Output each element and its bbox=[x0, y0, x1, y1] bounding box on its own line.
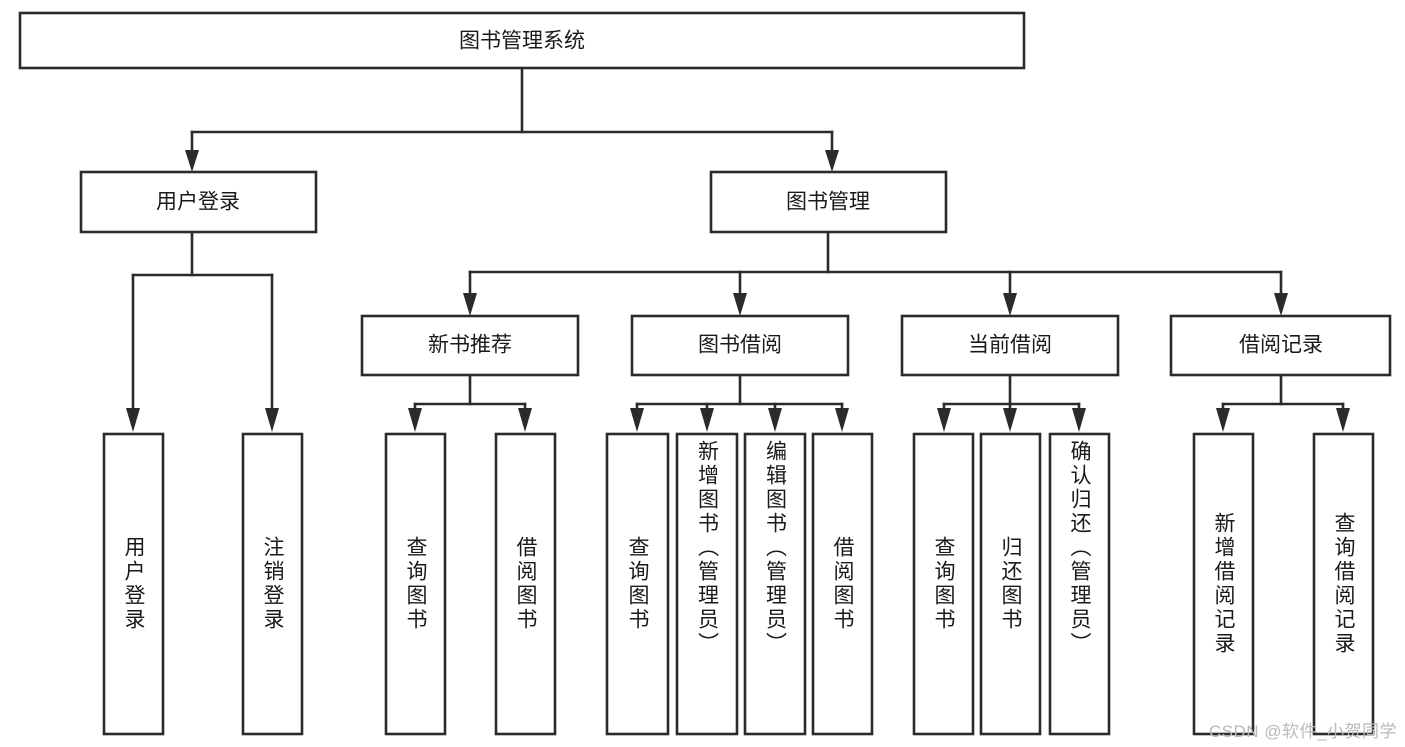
connector-borrow-record-branch bbox=[1221, 373, 1345, 414]
arrow-to-borrow-record bbox=[1274, 293, 1288, 316]
arrow-to-current-borrow bbox=[1003, 293, 1017, 316]
csdn-watermark: CSDN @软件_小贺同学 bbox=[1208, 722, 1397, 741]
leaf-box-current-borrow-2[interactable] bbox=[1048, 432, 1111, 736]
node-borrow-record-label: 借阅记录 bbox=[1239, 334, 1323, 357]
leaf-box-user-login-1[interactable] bbox=[241, 432, 304, 736]
leaf-box-new-book-0[interactable] bbox=[384, 432, 447, 736]
connector-book-borrow-branch bbox=[635, 373, 844, 414]
leaf-box-book-borrow-3[interactable] bbox=[811, 432, 874, 736]
arrow-leaf-borrow-record-1 bbox=[1336, 408, 1350, 432]
arrow-leaf-user-login-1 bbox=[265, 408, 279, 432]
node-current-borrow-box[interactable] bbox=[900, 314, 1120, 377]
arrow-leaf-user-login-0 bbox=[126, 408, 140, 432]
node-book-borrow-label: 图书借阅 bbox=[698, 334, 782, 357]
node-book-borrow-box[interactable] bbox=[630, 314, 850, 377]
leaf-box-new-book-1[interactable] bbox=[494, 432, 557, 736]
leaf-box-current-borrow-1[interactable] bbox=[979, 432, 1042, 736]
arrow-leaf-new-book-1 bbox=[518, 408, 532, 432]
node-root-label: 图书管理系统 bbox=[459, 30, 585, 53]
connector-root-trunk bbox=[190, 66, 834, 160]
arrow-leaf-book-borrow-2 bbox=[768, 408, 782, 432]
leaf-box-current-borrow-0[interactable] bbox=[912, 432, 975, 736]
arrow-to-book-manage bbox=[825, 150, 839, 172]
connector-current-borrow-branch bbox=[942, 373, 1081, 414]
arrow-to-user-login bbox=[185, 150, 199, 172]
arrow-leaf-new-book-0 bbox=[408, 408, 422, 432]
arrow-to-new-book bbox=[463, 293, 477, 316]
arrow-to-book-borrow bbox=[733, 293, 747, 316]
leaf-box-book-borrow-2[interactable] bbox=[743, 432, 807, 736]
node-book-manage-label: 图书管理 bbox=[786, 191, 870, 214]
connector-book-manage-branch bbox=[468, 230, 1283, 302]
node-current-borrow-label: 当前借阅 bbox=[968, 334, 1052, 357]
arrow-leaf-book-borrow-0 bbox=[630, 408, 644, 432]
arrow-leaf-current-borrow-2 bbox=[1072, 408, 1086, 432]
node-new-book-box[interactable] bbox=[360, 314, 580, 377]
arrow-leaf-current-borrow-1 bbox=[1003, 408, 1017, 432]
arrow-leaf-borrow-record-0 bbox=[1216, 408, 1230, 432]
node-root-box[interactable] bbox=[18, 11, 1026, 70]
connector-user-login-branch bbox=[131, 230, 274, 414]
arrow-leaf-current-borrow-0 bbox=[937, 408, 951, 432]
leaf-box-borrow-record-1[interactable] bbox=[1312, 432, 1375, 736]
arrow-leaf-book-borrow-3 bbox=[835, 408, 849, 432]
node-user-login-label: 用户登录 bbox=[156, 191, 240, 214]
node-new-book-label: 新书推荐 bbox=[428, 334, 512, 357]
node-user-login-box[interactable] bbox=[79, 170, 318, 234]
leaf-box-book-borrow-0[interactable] bbox=[605, 432, 670, 736]
connector-new-book-branch bbox=[413, 373, 527, 414]
arrow-leaf-book-borrow-1 bbox=[700, 408, 714, 432]
node-book-manage-box[interactable] bbox=[709, 170, 948, 234]
leaf-box-user-login-0[interactable] bbox=[102, 432, 165, 736]
leaf-box-borrow-record-0[interactable] bbox=[1192, 432, 1255, 736]
leaf-box-book-borrow-1[interactable] bbox=[675, 432, 739, 736]
node-borrow-record-box[interactable] bbox=[1169, 314, 1392, 377]
